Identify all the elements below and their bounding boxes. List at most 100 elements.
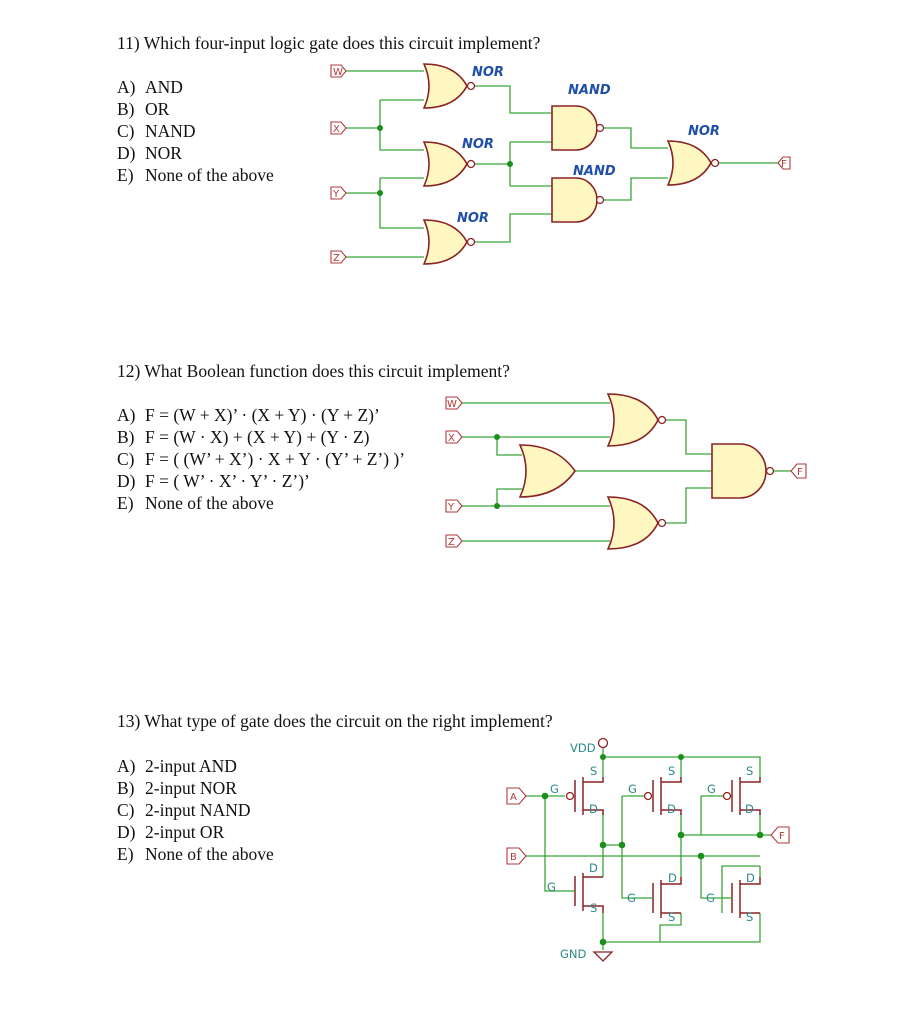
svg-text:Y: Y bbox=[447, 502, 455, 513]
svg-text:D: D bbox=[746, 871, 755, 885]
input-port-y: Y bbox=[330, 186, 347, 200]
junction-dot bbox=[599, 841, 607, 849]
input-port-z: Z bbox=[445, 534, 463, 548]
option-c[interactable]: C)F = ( (W’ + X’) · X + Y · (Y’ + Z’) )’ bbox=[117, 449, 406, 469]
svg-text:G: G bbox=[547, 880, 556, 894]
svg-text:S: S bbox=[668, 910, 675, 924]
pmos-transistor-2: G S D bbox=[628, 764, 682, 816]
svg-text:Z: Z bbox=[333, 253, 340, 264]
option-b[interactable]: B)OR bbox=[117, 99, 170, 119]
junction-dot bbox=[494, 434, 500, 440]
question-13-options: A)2-input AND B)2-input NOR C)2-input NA… bbox=[117, 755, 274, 865]
junction-dot bbox=[678, 754, 684, 760]
option-b[interactable]: B)F = (W · X) + (X + Y) + (Y · Z) bbox=[117, 427, 370, 447]
option-d[interactable]: D)2-input OR bbox=[117, 822, 225, 842]
svg-text:D: D bbox=[589, 802, 598, 816]
option-a[interactable]: A)F = (W + X)’ · (X + Y) · (Y + Z)’ bbox=[117, 405, 380, 425]
option-d[interactable]: D)NOR bbox=[117, 143, 182, 163]
svg-text:G: G bbox=[706, 891, 715, 905]
input-port-x: X bbox=[330, 121, 347, 135]
question-11-circuit: W X Y Z F NOR NOR NOR NAND NAND NOR bbox=[330, 63, 791, 265]
option-e[interactable]: E)None of the above bbox=[117, 844, 274, 864]
svg-text:S: S bbox=[746, 910, 753, 924]
svg-text:GND: GND bbox=[560, 947, 587, 961]
pmos-transistor-1: G S D bbox=[550, 764, 604, 816]
svg-text:G: G bbox=[628, 782, 637, 796]
nor-gate-2 bbox=[422, 141, 476, 187]
junction-dot bbox=[677, 831, 685, 839]
annotation-nor-1: NOR bbox=[472, 65, 504, 80]
svg-text:G: G bbox=[550, 782, 559, 796]
input-port-w: W bbox=[330, 64, 347, 78]
option-e[interactable]: E)None of the above bbox=[117, 165, 274, 185]
svg-text:X: X bbox=[333, 124, 340, 135]
input-port-y: Y bbox=[445, 499, 463, 513]
or-gate-middle bbox=[518, 444, 576, 498]
svg-text:D: D bbox=[589, 861, 598, 875]
svg-text:G: G bbox=[627, 891, 636, 905]
annotation-nand-2: NAND bbox=[573, 164, 616, 179]
svg-text:D: D bbox=[745, 802, 754, 816]
junction-dot bbox=[756, 831, 764, 839]
junction-dot bbox=[618, 841, 626, 849]
pmos-transistor-3: G S D bbox=[707, 764, 761, 816]
input-port-b: B bbox=[506, 847, 527, 865]
input-port-z: Z bbox=[330, 250, 347, 264]
junction-dot bbox=[697, 852, 705, 860]
nmos-transistor-3: G D S bbox=[706, 871, 761, 924]
junction-dot bbox=[494, 503, 500, 509]
nor-gate-bottom bbox=[606, 496, 667, 550]
svg-text:Y: Y bbox=[332, 189, 340, 200]
q12-wires bbox=[462, 402, 791, 542]
svg-text:S: S bbox=[590, 764, 597, 778]
svg-text:F: F bbox=[779, 831, 785, 842]
question-13-title: 13) What type of gate does the circuit o… bbox=[117, 711, 553, 731]
input-port-w: W bbox=[445, 396, 463, 410]
nand-gate-output bbox=[711, 443, 775, 499]
nand-gate-2 bbox=[551, 177, 605, 223]
nor-gate-top bbox=[606, 393, 667, 447]
nor-gate-1 bbox=[422, 63, 476, 109]
output-port-f: F bbox=[790, 463, 807, 479]
question-11-title: 11) Which four-input logic gate does thi… bbox=[117, 33, 541, 53]
junction-dot bbox=[600, 754, 606, 760]
svg-text:W: W bbox=[447, 399, 457, 410]
option-b[interactable]: B)2-input NOR bbox=[117, 778, 237, 798]
option-a[interactable]: A)2-input AND bbox=[117, 756, 237, 776]
svg-text:Z: Z bbox=[448, 537, 455, 548]
svg-text:F: F bbox=[797, 467, 803, 478]
option-e[interactable]: E)None of the above bbox=[117, 493, 274, 513]
input-port-a: A bbox=[506, 787, 527, 805]
option-d[interactable]: D)F = ( W’ · X’ · Y’ · Z’)’ bbox=[117, 471, 310, 491]
input-port-x: X bbox=[445, 430, 463, 444]
junction-dot bbox=[377, 125, 383, 131]
svg-text:X: X bbox=[448, 433, 455, 444]
question-12-title: 12) What Boolean function does this circ… bbox=[117, 361, 510, 381]
svg-text:S: S bbox=[746, 764, 753, 778]
svg-text:F: F bbox=[781, 159, 787, 170]
vdd-symbol: VDD bbox=[570, 737, 609, 755]
option-c[interactable]: C)2-input NAND bbox=[117, 800, 251, 820]
option-a[interactable]: A)AND bbox=[117, 77, 183, 97]
svg-text:D: D bbox=[668, 871, 677, 885]
svg-text:S: S bbox=[590, 901, 597, 915]
annotation-nor-2: NOR bbox=[462, 137, 494, 152]
option-c[interactable]: C)NAND bbox=[117, 121, 196, 141]
nor-gate-3 bbox=[422, 219, 476, 265]
annotation-nor-3: NOR bbox=[457, 211, 489, 226]
nor-gate-output bbox=[666, 140, 720, 186]
svg-text:G: G bbox=[707, 782, 716, 796]
annotation-nand-1: NAND bbox=[568, 83, 611, 98]
junction-dot bbox=[599, 938, 607, 946]
junction-dot bbox=[377, 190, 383, 196]
question-12-circuit: W X Y Z F bbox=[445, 393, 807, 550]
svg-text:B: B bbox=[510, 852, 517, 863]
junction-dot bbox=[507, 161, 513, 167]
question-12-options: A)F = (W + X)’ · (X + Y) · (Y + Z)’ B)F … bbox=[117, 404, 405, 514]
nmos-transistor-1: G D S bbox=[547, 861, 604, 915]
junction-dot bbox=[541, 792, 549, 800]
output-port-f: F bbox=[770, 826, 790, 844]
question-11-options: A)AND B)OR C)NAND D)NOR E)None of the ab… bbox=[117, 76, 274, 186]
annotation-nor-output: NOR bbox=[688, 124, 720, 139]
